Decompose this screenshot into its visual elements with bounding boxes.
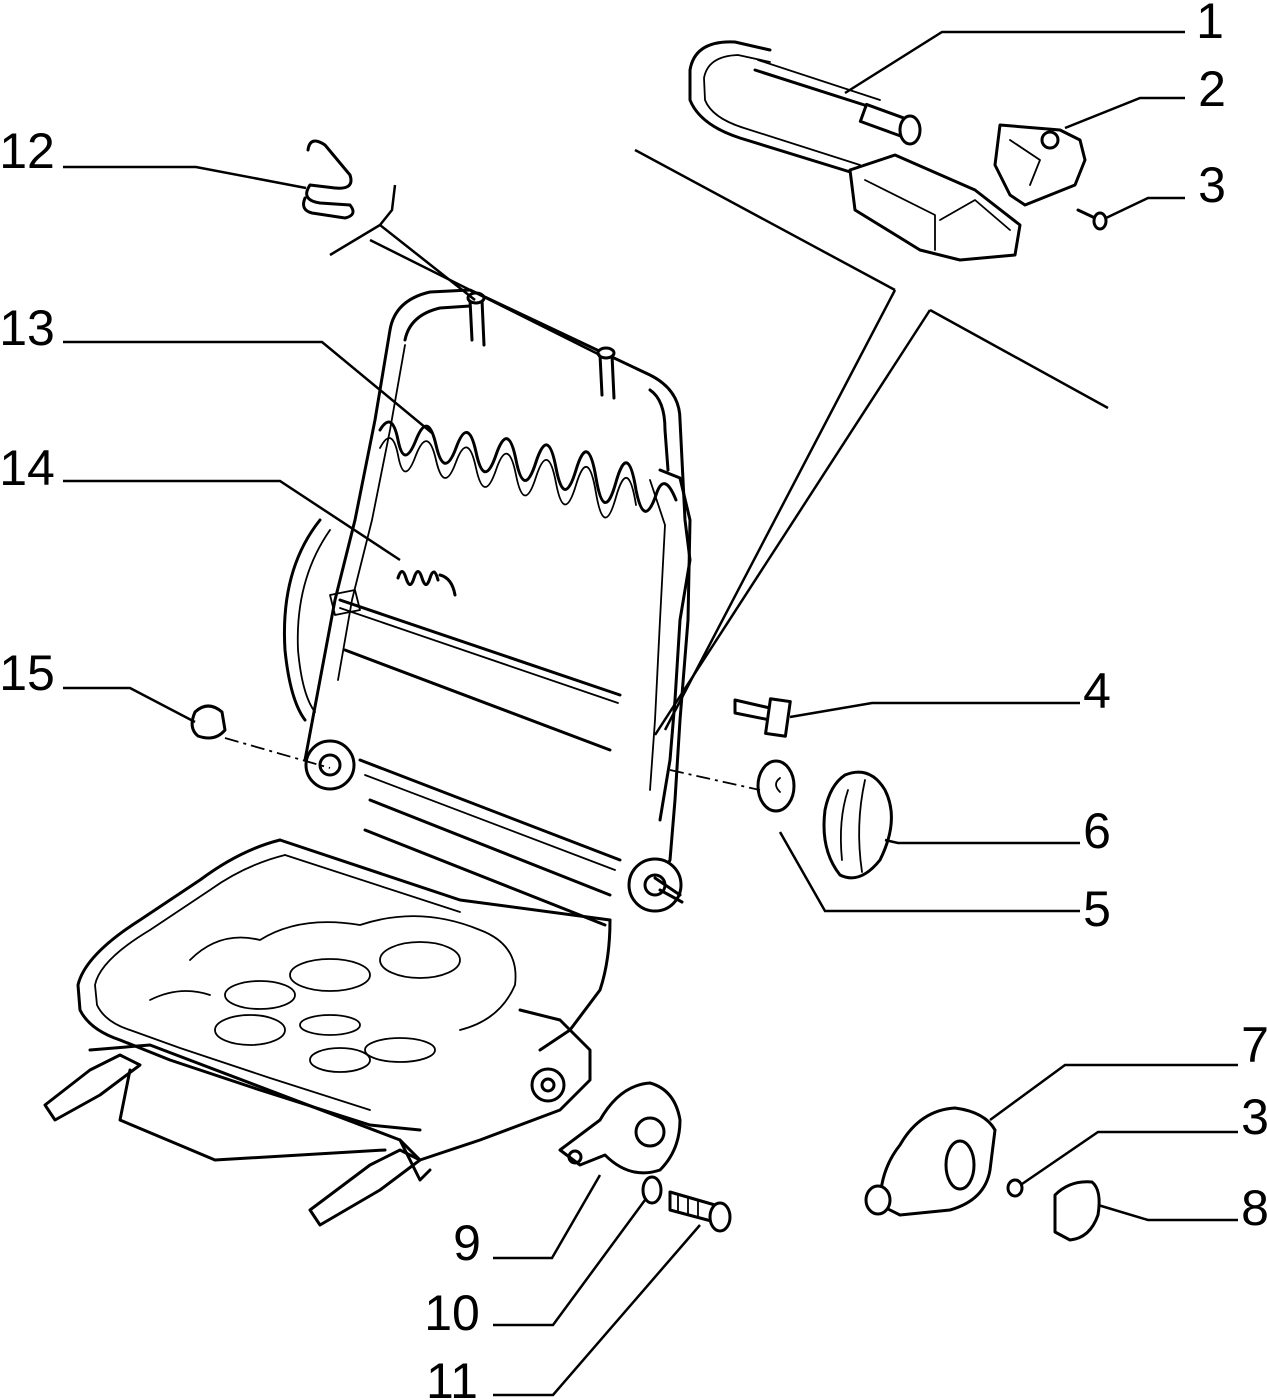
part-2-bracket: [993, 123, 1087, 207]
group-brackets: [329, 148, 1109, 736]
callout-6: 6: [1083, 803, 1111, 859]
part-1-cable: [688, 40, 1022, 262]
part-4-bolt: [733, 697, 792, 738]
part-9-recliner: [558, 1081, 682, 1175]
part-5-washer: [756, 759, 796, 813]
part-8-cap: [1053, 1180, 1101, 1242]
callout-7: 7: [1241, 1017, 1267, 1073]
part-11-bolt: [668, 1190, 732, 1233]
callout-1: 1: [1196, 0, 1224, 49]
part-10-washer: [641, 1175, 663, 1205]
assembly-axes: [224, 737, 761, 791]
part-12-clip: [302, 139, 355, 220]
part-6-knob: [822, 770, 893, 880]
callout-13: 13: [0, 300, 55, 356]
callout-3-top: 3: [1198, 157, 1226, 213]
callout-10: 10: [424, 1285, 480, 1341]
callout-11: 11: [426, 1353, 478, 1400]
callout-14: 14: [0, 440, 55, 496]
seat-frame: [43, 288, 692, 1227]
callout-15: 15: [0, 645, 55, 701]
callout-9: 9: [453, 1215, 481, 1271]
callout-5: 5: [1083, 881, 1111, 937]
leader-lines: [63, 30, 1238, 1397]
callout-8: 8: [1241, 1180, 1267, 1236]
part-3-screw-top: [1076, 208, 1108, 231]
part-15-plug: [190, 704, 227, 740]
callout-4: 4: [1083, 663, 1111, 719]
part-7-cover: [864, 1106, 997, 1217]
callout-2: 2: [1198, 61, 1226, 117]
part-3-screw-bottom: [1006, 1178, 1024, 1198]
callout-3-bottom: 3: [1241, 1089, 1267, 1145]
callout-12: 12: [0, 123, 55, 179]
